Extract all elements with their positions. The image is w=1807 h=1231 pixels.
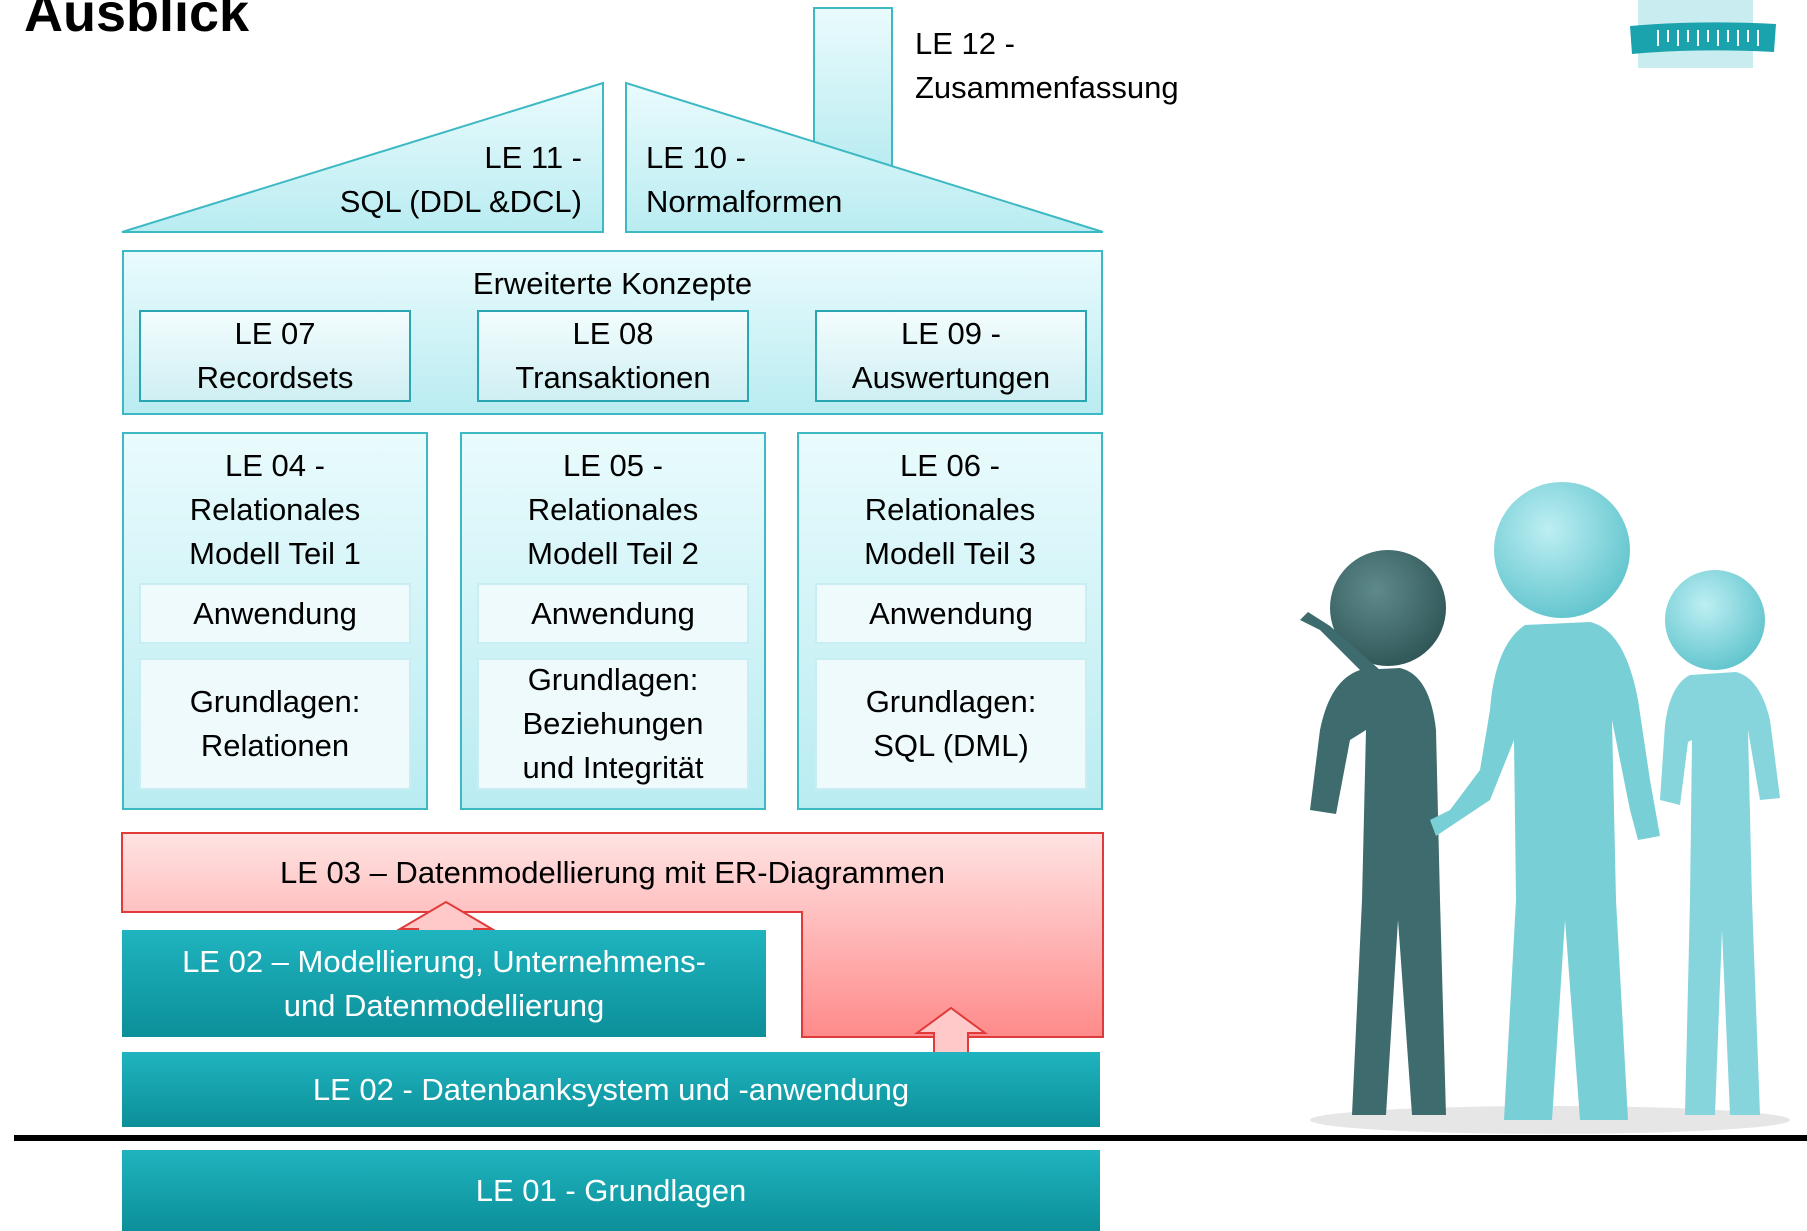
le04-grundlagen: Grundlagen: Relationen bbox=[139, 658, 411, 790]
le02-modellierung-box: LE 02 – Modellierung, Unternehmens- und … bbox=[122, 930, 766, 1037]
le03-label: LE 03 – Datenmodellierung mit ER-Diagram… bbox=[279, 855, 946, 890]
le07-box: LE 07 Recordsets bbox=[139, 310, 411, 402]
le12-label: LE 12 - Zusammenfassung bbox=[915, 26, 1179, 105]
erweiterte-heading: Erweiterte Konzepte bbox=[472, 266, 753, 301]
le06-grundlagen: Grundlagen: SQL (DML) bbox=[815, 658, 1087, 790]
le08-box: LE 08 Transaktionen bbox=[477, 310, 749, 402]
le02-datenbanksystem-box: LE 02 - Datenbanksystem und -anwendung bbox=[122, 1052, 1100, 1127]
le04-anwendung: Anwendung bbox=[139, 583, 411, 644]
le01-box: LE 01 - Grundlagen bbox=[122, 1150, 1100, 1231]
le11-label: LE 11 - SQL (DDL &DCL) bbox=[339, 140, 582, 219]
roof-left bbox=[121, 81, 604, 233]
roof-right bbox=[625, 81, 1104, 233]
le09-box: LE 09 - Auswertungen bbox=[815, 310, 1087, 402]
ground-line bbox=[14, 1135, 1807, 1141]
logo-icon bbox=[1630, 0, 1776, 68]
le05-anwendung: Anwendung bbox=[477, 583, 749, 644]
le05-grundlagen: Grundlagen: Beziehungen und Integrität bbox=[477, 658, 749, 790]
le05-title: LE 05 - Relationales Modell Teil 2 bbox=[527, 448, 699, 571]
three-stick-figures-icon bbox=[1300, 482, 1790, 1134]
le06-title: LE 06 - Relationales Modell Teil 3 bbox=[864, 448, 1036, 571]
page-title: Ausblick bbox=[24, 0, 250, 43]
le06-anwendung: Anwendung bbox=[815, 583, 1087, 644]
le04-title: LE 04 - Relationales Modell Teil 1 bbox=[189, 448, 361, 571]
le10-label: LE 10 - Normalformen bbox=[646, 140, 843, 219]
